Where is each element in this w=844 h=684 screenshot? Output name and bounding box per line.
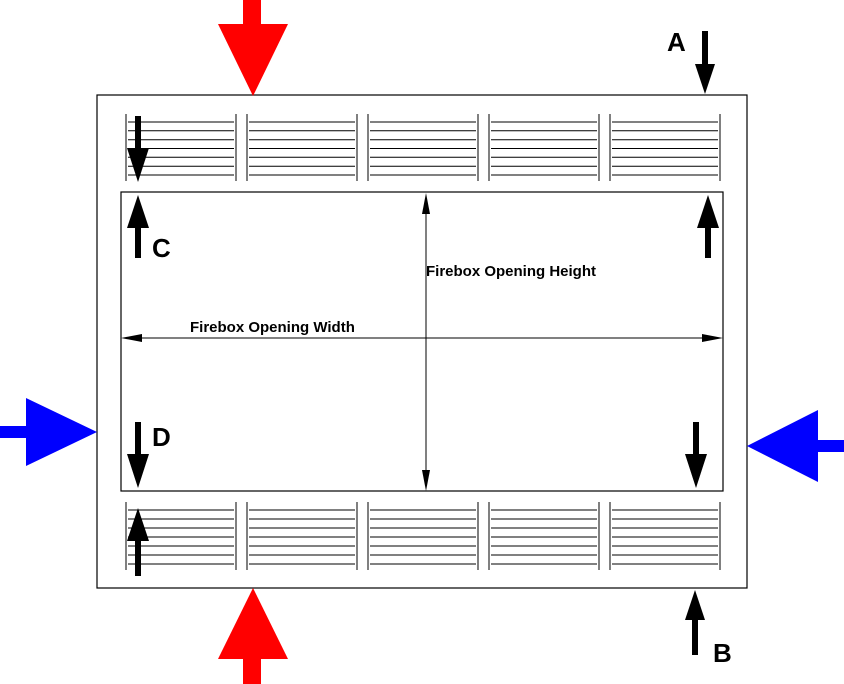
black-arrow-bottom-right-down <box>685 422 707 488</box>
red-arrow-top <box>218 0 288 96</box>
top-louver-panels <box>125 114 721 181</box>
blue-arrow-right <box>747 410 844 482</box>
width-dimension-line <box>121 334 723 342</box>
louver-panel <box>488 114 600 181</box>
louver-panel <box>609 502 721 570</box>
label-c: C <box>152 233 171 263</box>
louver-panel <box>488 502 600 570</box>
louver-panel <box>246 502 358 570</box>
black-arrow-top-right-up <box>697 195 719 258</box>
width-dimension-label: Firebox Opening Width <box>190 319 355 336</box>
louver-panel <box>246 114 358 181</box>
height-dimension-label: Firebox Opening Height <box>426 263 596 280</box>
black-arrow-d <box>127 422 149 488</box>
black-arrow-top-left-down <box>127 116 149 182</box>
blue-arrow-left <box>0 398 97 466</box>
height-dimension-line <box>422 193 430 491</box>
label-d: D <box>152 422 171 452</box>
louver-panel <box>125 502 237 570</box>
label-a: A <box>667 27 686 57</box>
red-arrow-bottom <box>218 588 288 684</box>
louver-panel <box>367 502 479 570</box>
firebox-opening <box>120 191 724 492</box>
louver-panel <box>367 114 479 181</box>
black-arrow-b <box>685 590 705 655</box>
black-arrow-a <box>695 31 715 94</box>
black-arrow-c <box>127 195 149 258</box>
label-b: B <box>713 638 732 668</box>
outer-frame <box>96 94 748 589</box>
louver-panel <box>125 114 237 181</box>
louver-panel <box>609 114 721 181</box>
black-arrow-bottom-left-up <box>127 508 149 576</box>
bottom-louver-panels <box>125 502 721 570</box>
